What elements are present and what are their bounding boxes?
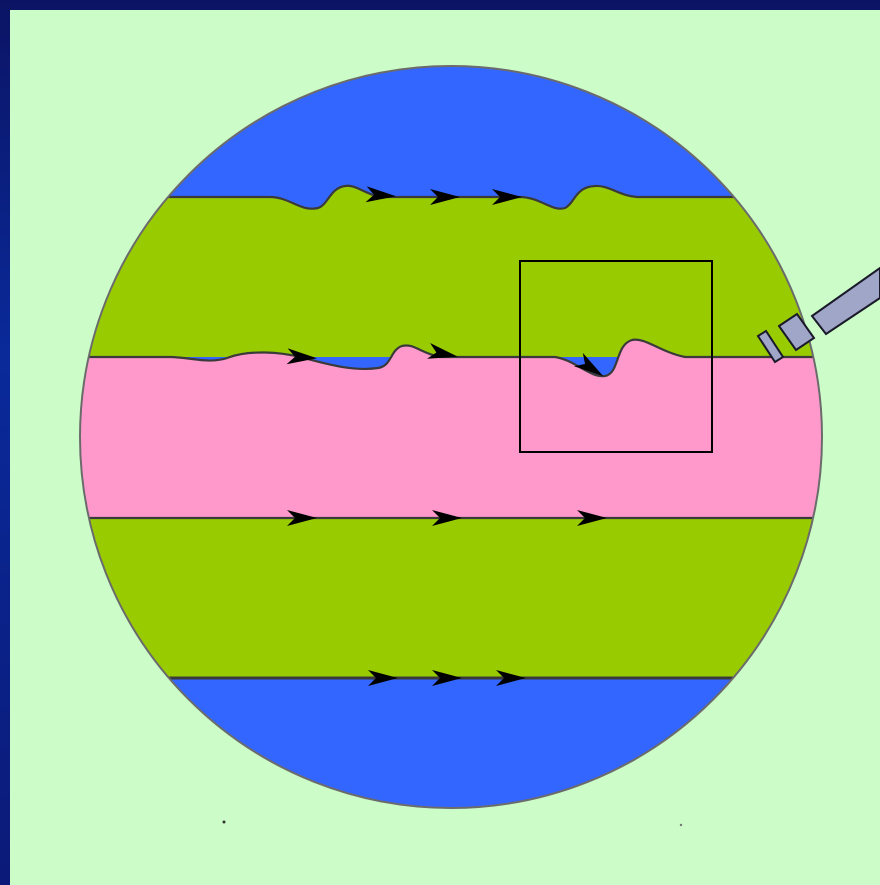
speck (223, 821, 226, 824)
planet (60, 50, 860, 850)
speck (680, 824, 682, 826)
equatorial-band (60, 340, 860, 518)
north-temperate-band (60, 186, 860, 357)
south-temperate-band (60, 518, 860, 678)
